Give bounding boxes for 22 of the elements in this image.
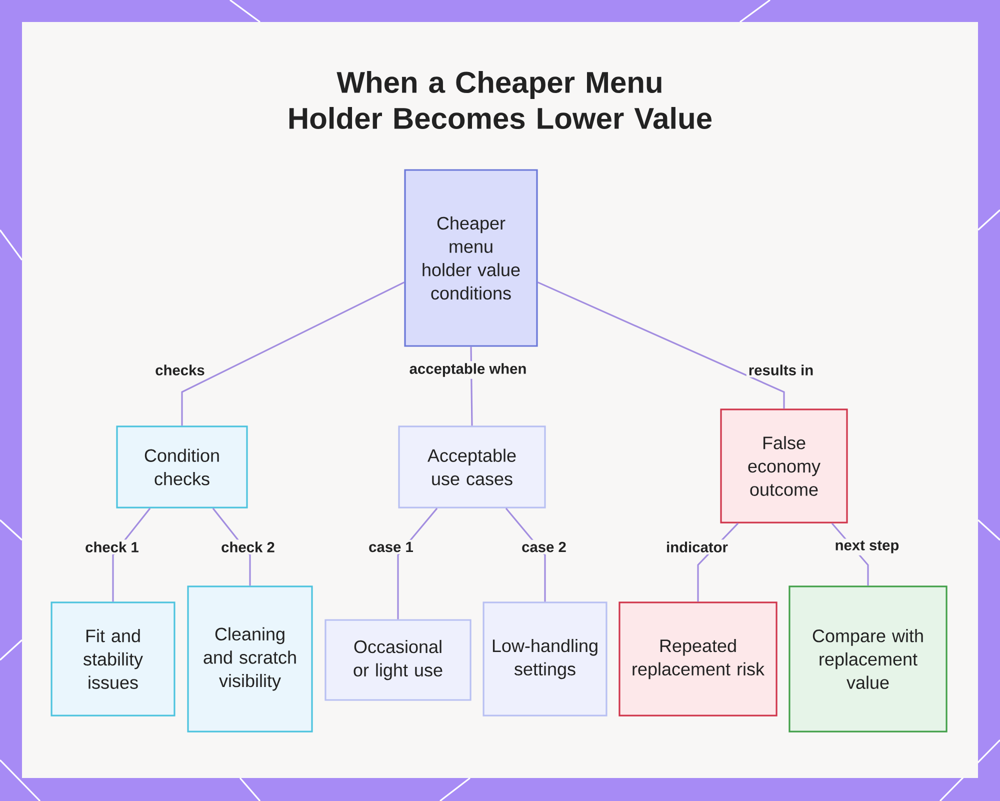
concept-box: Occasional or light use [324, 619, 472, 701]
edge-label: results in [746, 362, 816, 378]
edge-label: case 2 [520, 540, 568, 554]
concept-box: Fit and stability issues [50, 602, 176, 716]
root-box: Cheaper menu holder value conditions [404, 169, 538, 347]
concept-box: Low-handling settings [482, 602, 608, 716]
title: When a Cheaper Menu Holder Becomes Lower Value [289, 70, 712, 130]
concept-box: Cleaning and scratch visibility [187, 586, 313, 732]
connector [181, 282, 405, 426]
concept-box: Acceptable use cases [398, 426, 546, 508]
edge-label: checks [153, 362, 207, 378]
concept-box: Compare with replacement value [788, 586, 948, 732]
edge-label: check 1 [83, 540, 141, 554]
concept-box: False economy outcome [720, 408, 848, 524]
concept-box: Condition checks [116, 426, 248, 508]
connector [537, 282, 785, 409]
edge-label: acceptable when [407, 361, 529, 379]
edge-label: check 2 [219, 540, 277, 554]
edge-label: next step [832, 538, 902, 556]
edge-label: case 1 [366, 540, 416, 554]
concept-box: Repeated replacement risk [618, 602, 778, 716]
edge-label: indicator [664, 540, 730, 554]
